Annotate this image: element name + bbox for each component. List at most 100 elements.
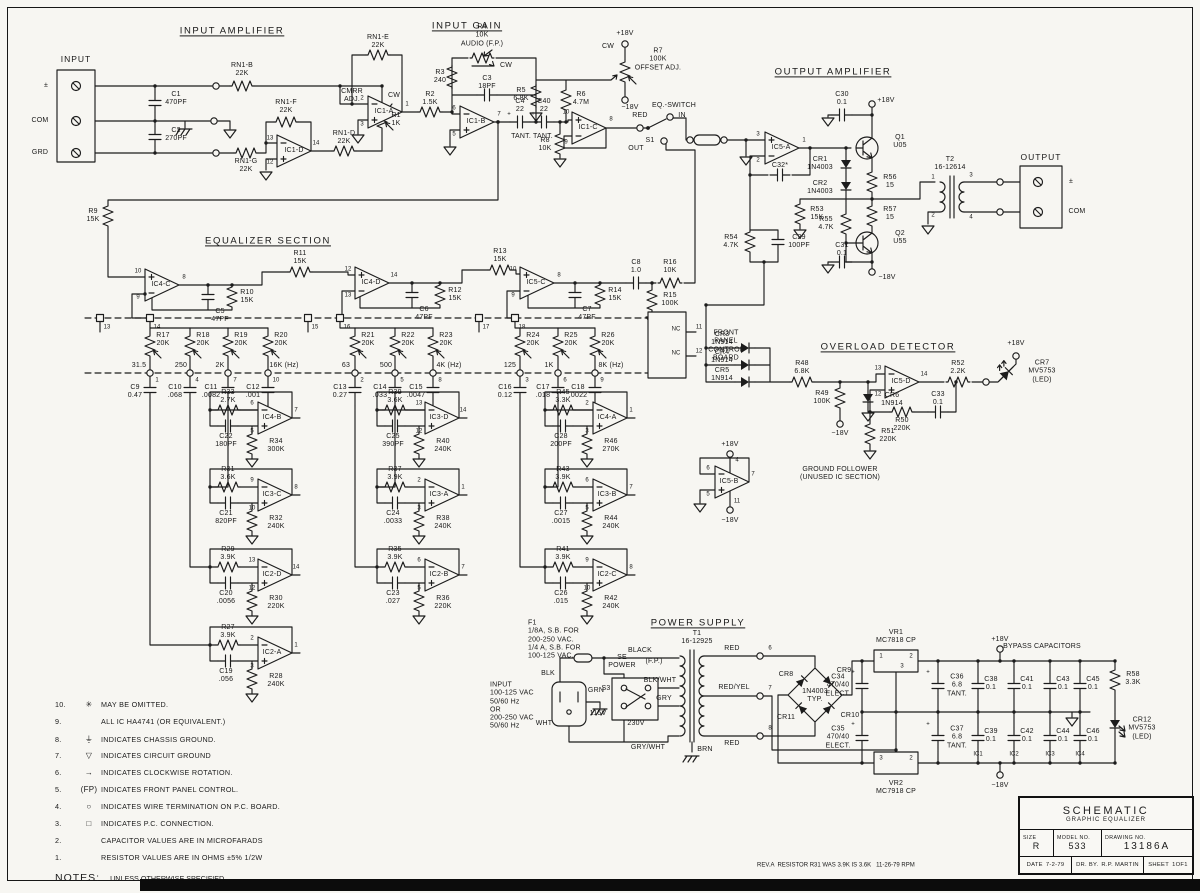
component-label: IC1-C (578, 123, 598, 131)
component-label: R17 20K (156, 331, 170, 347)
component-label: 2 (360, 95, 364, 102)
component-label: −18V (878, 273, 896, 281)
component-label: Q1 U05 (893, 133, 907, 149)
component-label: C41 0.1 (1020, 675, 1034, 691)
component-label: BRN (697, 745, 713, 753)
component-label: CR1 1N4003 (807, 155, 833, 171)
drawing-number-cell: DRAWING NO. 13186A (1102, 830, 1192, 856)
component-label: 13 (344, 292, 352, 299)
drawing-subtitle: GRAPHIC EQUALIZER (1065, 816, 1146, 823)
ground-follower-circuit (693, 450, 750, 514)
component-label: IC4-D (361, 278, 381, 286)
component-label: R33 2.7K (220, 388, 236, 404)
component-label: 7 (751, 471, 755, 478)
component-label: C9 0.47 (127, 383, 143, 399)
component-label: C24 .0033 (383, 509, 403, 525)
note-part: 8. (55, 735, 62, 744)
component-label: 16 (343, 324, 351, 331)
component-label: 7 (233, 377, 237, 384)
component-label: 8 (629, 564, 633, 571)
component-label: IC4-A (597, 413, 617, 421)
component-label: CW (499, 61, 513, 69)
drawn-by-label: DR. BY. (1076, 862, 1099, 868)
component-label: 12 (248, 585, 256, 592)
component-label: −18V (621, 103, 639, 111)
component-label: IC1-B (466, 117, 486, 125)
component-label: 5 (585, 505, 589, 512)
equalizer-summing-circuit (102, 120, 696, 326)
component-label: CR10 (840, 711, 860, 719)
note-part: 5. (55, 785, 62, 794)
component-label: R28 240K (267, 672, 285, 688)
component-label: 2 (931, 212, 935, 219)
component-label: 1K (544, 361, 554, 369)
component-label: R38 240K (434, 514, 452, 530)
component-label: 7 (629, 484, 633, 491)
component-label: 3 (525, 377, 529, 384)
note-part: INDICATES CIRCUIT GROUND (101, 751, 211, 760)
component-label: CR7 MV5753 (LED) (1028, 359, 1056, 384)
component-label: C44 0.1 (1056, 727, 1070, 743)
eq-switch-circuit (646, 113, 766, 166)
drawing-title: SCHEMATIC (1062, 804, 1150, 817)
component-label: R25 20K (564, 331, 578, 347)
note-part: CAPACITOR VALUES ARE IN MICROFARADS (101, 836, 263, 845)
title-block-header: SCHEMATIC GRAPHIC EQUALIZER (1020, 798, 1192, 829)
component-label: C11 .0082 (201, 383, 221, 399)
component-label: 9 (600, 377, 604, 384)
component-label: R54 4.7K (723, 233, 739, 249)
component-label: TANT. TANT. (511, 132, 553, 140)
component-label: C30 0.1 (835, 90, 849, 106)
component-label: R35 3.9K (387, 545, 403, 561)
output-amplifier-circuit (705, 100, 1063, 306)
component-label: R43 3.9K (555, 465, 571, 481)
component-label: IC5-D (891, 377, 911, 385)
component-label: IC4-B (262, 413, 282, 421)
component-label: C3 18PF (478, 74, 496, 90)
component-label: R34 300K (267, 437, 285, 453)
component-label: 14 (920, 371, 928, 378)
component-label: C12 .001 (245, 383, 261, 399)
note-part: 10. (55, 700, 66, 709)
component-label: C18 .0022 (568, 383, 588, 399)
note-part: ALL IC HA4741 (OR EQUIVALENT.) (101, 717, 226, 726)
component-label: C31 0.1 (835, 241, 849, 257)
component-label: IC1-A (374, 107, 394, 115)
section-title-equalizer-section: EQUALIZER SECTION (205, 235, 331, 247)
component-label: R5 6.8K (513, 86, 529, 102)
component-label: RED (724, 739, 740, 747)
component-label: CW (601, 42, 615, 50)
component-label: IC3 (1045, 751, 1055, 758)
component-label: GRD (31, 148, 49, 156)
note-item: 2.CAPACITOR VALUES ARE IN MICROFARADS (55, 836, 475, 853)
component-label: 13 (103, 324, 111, 331)
drawing-number-value: 13186A (1123, 840, 1171, 852)
component-label: 10 (562, 109, 570, 116)
component-label: C21 820PF (215, 509, 237, 525)
component-label: BLACK (628, 646, 652, 654)
component-label: 1 (155, 377, 159, 384)
overload-detector-circuit (704, 303, 1020, 460)
component-label: 8 (294, 484, 298, 491)
component-label: 230V (627, 719, 645, 727)
note-item: 4.○INDICATES WIRE TERMINATION ON P.C. BO… (55, 802, 475, 819)
date-label: DATE (1026, 862, 1043, 868)
component-label: VR2 MC7918 CP (876, 779, 916, 795)
component-label: Q2 U55 (893, 229, 907, 245)
component-label: 11 (733, 498, 741, 505)
notes-footer-text: UNLESS OTHERWISE SPECIFIED. (110, 874, 226, 883)
size-value: R (1032, 841, 1041, 851)
component-label: GRY (656, 694, 672, 702)
component-label: R20 20K (274, 331, 288, 347)
component-label: + (531, 111, 535, 118)
component-label: 18 (518, 324, 526, 331)
component-label: C38 0.1 (984, 675, 998, 691)
component-label: C42 0.1 (1020, 727, 1034, 743)
component-label: R51 220K (879, 427, 897, 443)
component-label: IC3-A (429, 490, 449, 498)
component-label: 6 (417, 557, 421, 564)
sheet-value: 1OF1 (1172, 862, 1188, 868)
date-cell: DATE 7-2-79 (1020, 857, 1072, 873)
component-label: S1 (645, 136, 655, 144)
